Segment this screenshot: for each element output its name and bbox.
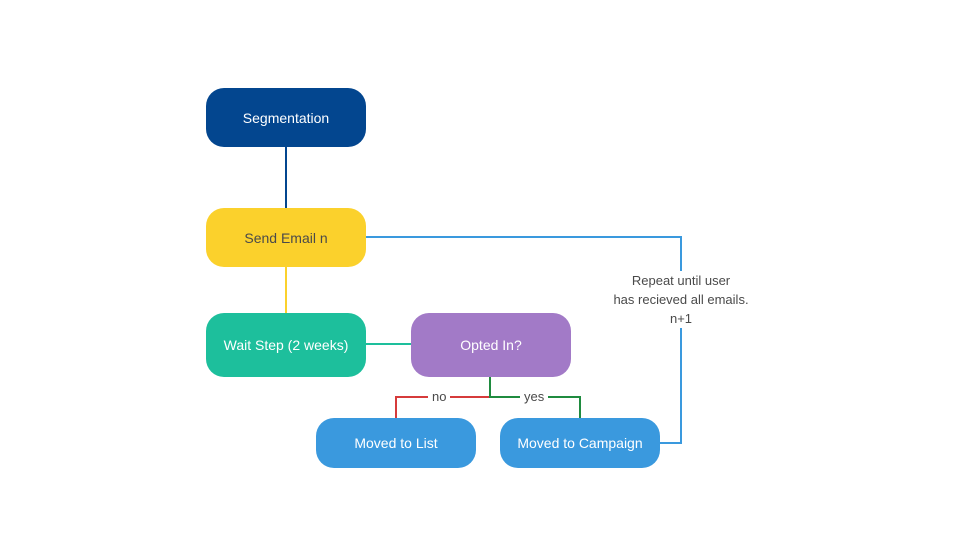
node-moved-to-list[interactable]: Moved to List [316,418,476,468]
node-moved-to-list-label: Moved to List [354,435,438,451]
node-wait-step-label: Wait Step (2 weeks) [223,337,349,353]
node-opted-in-label: Opted In? [460,337,522,353]
node-send-email-label: Send Email n [244,229,328,246]
node-moved-to-campaign-label: Moved to Campaign [517,435,643,451]
node-opted-in[interactable]: Opted In? [411,313,571,377]
node-segmentation[interactable]: Segmentation [206,88,366,147]
node-wait-step[interactable]: Wait Step (2 weeks) [206,313,366,377]
node-moved-to-campaign[interactable]: Moved to Campaign [500,418,660,468]
repeat-loop-note-line-1: Repeat until user [631,273,731,288]
edge-label-no: no [428,389,451,405]
repeat-loop-note-line-2: has recieved all emails. [613,292,749,307]
node-send-email[interactable]: Send Email n [206,208,366,267]
connector-repeat-loop [366,236,682,444]
repeat-loop-note: Repeat until user has recieved all email… [598,271,764,328]
repeat-loop-note-line-3: n+1 [669,311,693,326]
edge-label-yes: yes [520,389,549,405]
node-segmentation-label: Segmentation [242,109,330,126]
